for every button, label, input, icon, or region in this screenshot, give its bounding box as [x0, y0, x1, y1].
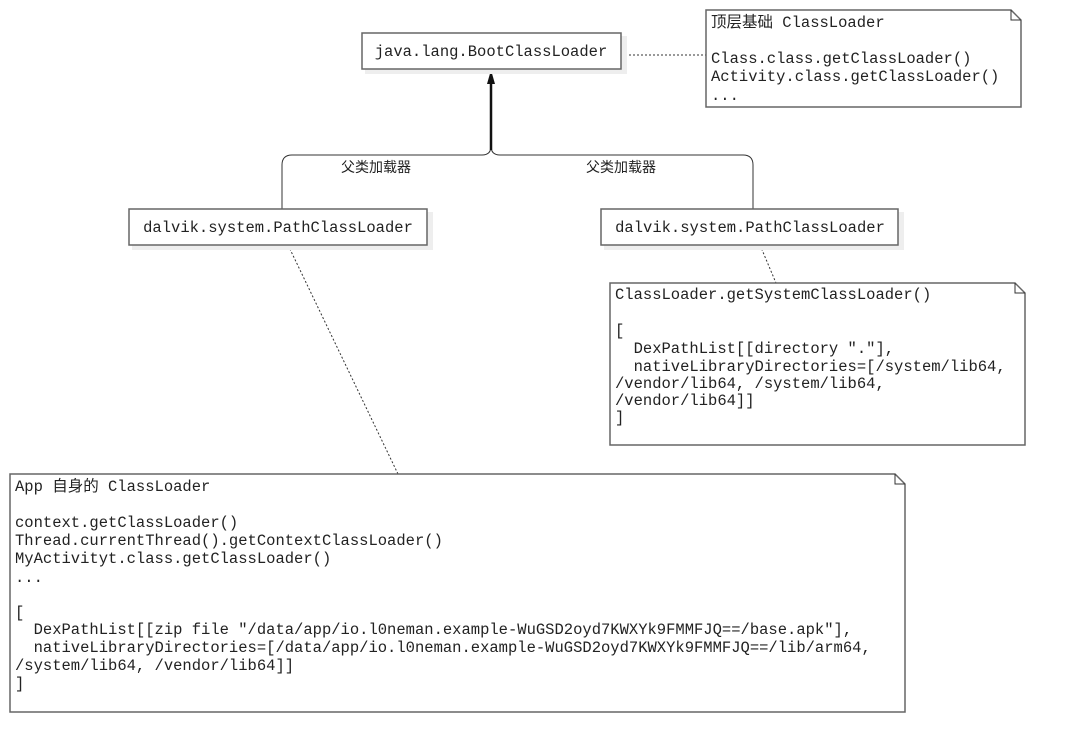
app-pathclassloader-node[interactable]: dalvik.system.PathClassLoader: [128, 208, 433, 250]
app-note-line: context.getClassLoader(): [15, 514, 238, 532]
app-note-line: Thread.currentThread().getContextClassLo…: [15, 532, 443, 550]
app-pathclassloader-label: dalvik.system.PathClassLoader: [143, 219, 413, 237]
app-note-line: /system/lib64, /vendor/lib64]]: [15, 657, 294, 675]
left-parent-edge: [281, 80, 492, 209]
boot-classloader-label: java.lang.BootClassLoader: [375, 43, 608, 61]
system-note-line: ]: [615, 409, 624, 427]
app-note-line: MyActivityt.class.getClassLoader(): [15, 550, 331, 568]
system-note-line: /vendor/lib64, /system/lib64,: [615, 375, 885, 393]
app-classloader-note[interactable]: App 自身的 ClassLoader context.getClassLoad…: [9, 473, 906, 713]
boot-note-line: 顶层基础 ClassLoader: [711, 13, 885, 32]
boot-note-line: Class.class.getClassLoader(): [711, 50, 971, 68]
system-note-line: nativeLibraryDirectories=[/system/lib64,: [615, 358, 1006, 376]
app-note-connector: [287, 244, 399, 475]
system-note-connector: [759, 244, 777, 284]
system-pathclassloader-node[interactable]: dalvik.system.PathClassLoader: [600, 208, 904, 250]
system-classloader-note[interactable]: ClassLoader.getSystemClassLoader() [ Dex…: [609, 282, 1026, 446]
system-note-line: ClassLoader.getSystemClassLoader(): [615, 286, 931, 304]
boot-note[interactable]: 顶层基础 ClassLoader Class.class.getClassLoa…: [705, 9, 1022, 108]
boot-note-line: Activity.class.getClassLoader(): [711, 68, 999, 86]
system-pathclassloader-label: dalvik.system.PathClassLoader: [615, 219, 885, 237]
system-note-line: DexPathList[[directory "."],: [615, 340, 894, 358]
system-note-line: /vendor/lib64]]: [615, 392, 755, 410]
right-parent-edge: [490, 145, 754, 209]
app-note-line: DexPathList[[zip file "/data/app/io.l0ne…: [15, 621, 852, 639]
right-edge-label: 父类加载器: [586, 160, 656, 176]
app-note-line: App 自身的 ClassLoader: [15, 477, 210, 496]
app-note-line: ...: [15, 569, 43, 587]
system-note-line: [: [615, 322, 624, 340]
app-note-line: nativeLibraryDirectories=[/data/app/io.l…: [15, 639, 871, 657]
boot-note-line: ...: [711, 87, 739, 105]
left-edge-label: 父类加载器: [341, 160, 411, 176]
inheritance-arrowhead-icon: [487, 70, 495, 84]
boot-classloader-node[interactable]: java.lang.BootClassLoader: [361, 32, 627, 74]
app-note-line: ]: [15, 675, 24, 693]
app-note-line: [: [15, 604, 24, 622]
